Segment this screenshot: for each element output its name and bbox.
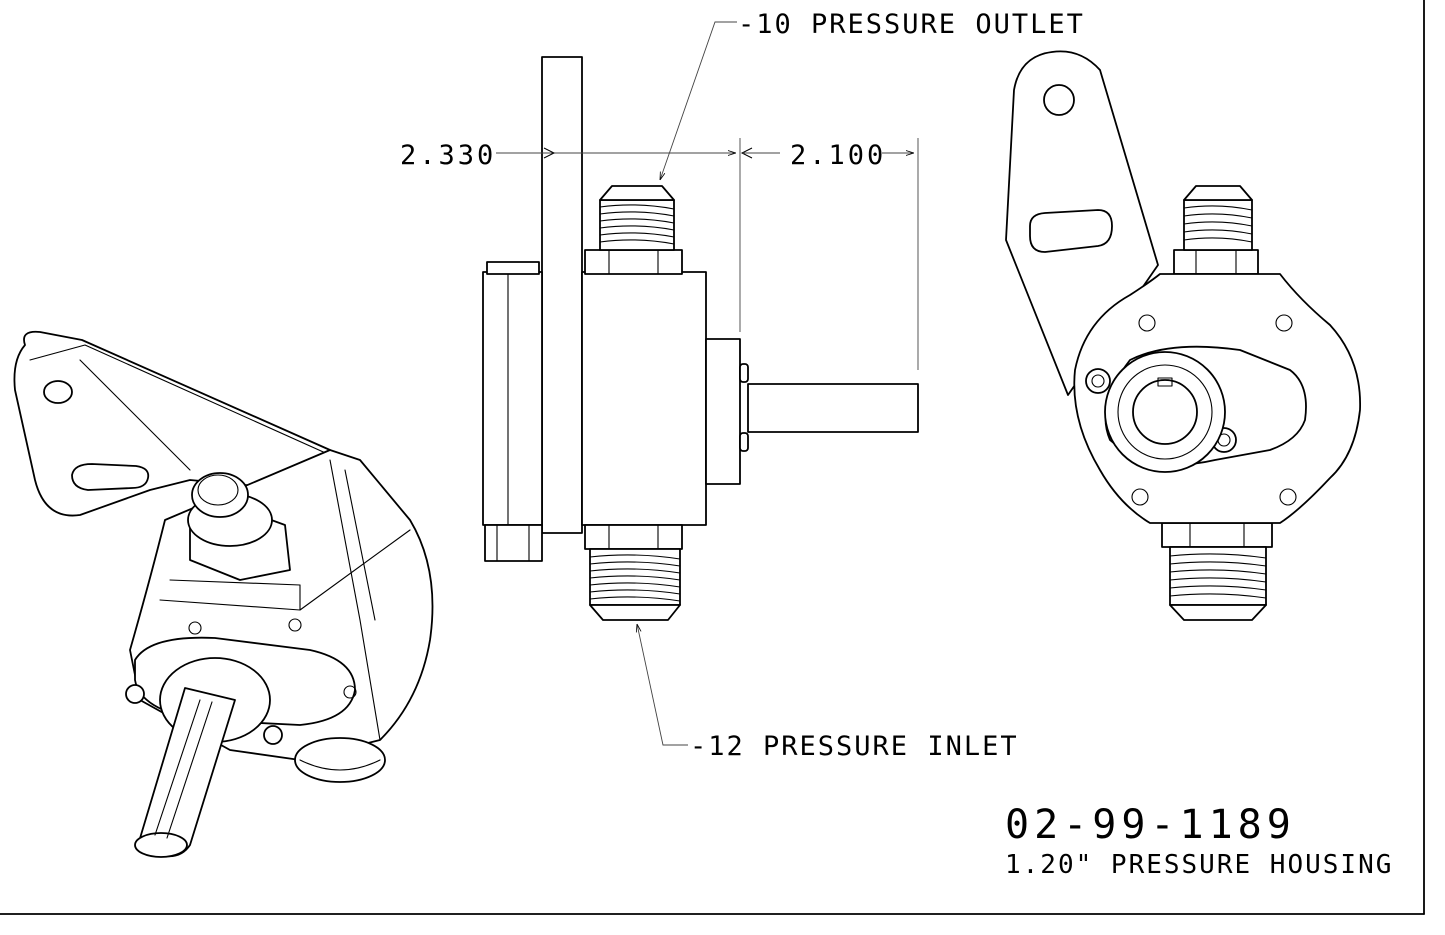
front-boss <box>705 338 741 485</box>
pressure-housing <box>581 271 707 526</box>
dimension-2100: 2.100 <box>790 140 886 171</box>
pump-side-view <box>482 56 919 621</box>
outlet-fitting <box>584 185 683 275</box>
shaft-end <box>1132 379 1198 445</box>
rear-cover <box>482 271 543 526</box>
drive-shaft <box>747 383 919 433</box>
bracket-hole <box>1043 84 1075 116</box>
bracket-slot <box>1029 209 1113 253</box>
part-description: 1.20" PRESSURE HOUSING <box>1005 850 1393 880</box>
pump-front-view <box>1005 50 1361 621</box>
callout-leaders <box>637 21 737 746</box>
dimension-2330: 2.330 <box>400 140 496 171</box>
outlet-label: -10 PRESSURE OUTLET <box>738 9 1085 40</box>
pump-isometric-view <box>13 330 434 858</box>
inlet-label: -12 PRESSURE INLET <box>690 731 1019 762</box>
iso-bracket-hole <box>43 380 73 404</box>
rear-nut <box>484 524 543 562</box>
dimension-lines <box>496 138 919 370</box>
iso-inlet-fitting <box>294 737 386 783</box>
drawing-border <box>0 0 1425 915</box>
part-number: 02-99-1189 <box>1005 802 1296 848</box>
inlet-hex-nut <box>584 524 683 550</box>
iso-shaft <box>137 687 236 858</box>
outlet-hex-nut <box>584 249 683 275</box>
inlet-fitting <box>584 524 683 621</box>
bracket-plate <box>541 56 583 534</box>
